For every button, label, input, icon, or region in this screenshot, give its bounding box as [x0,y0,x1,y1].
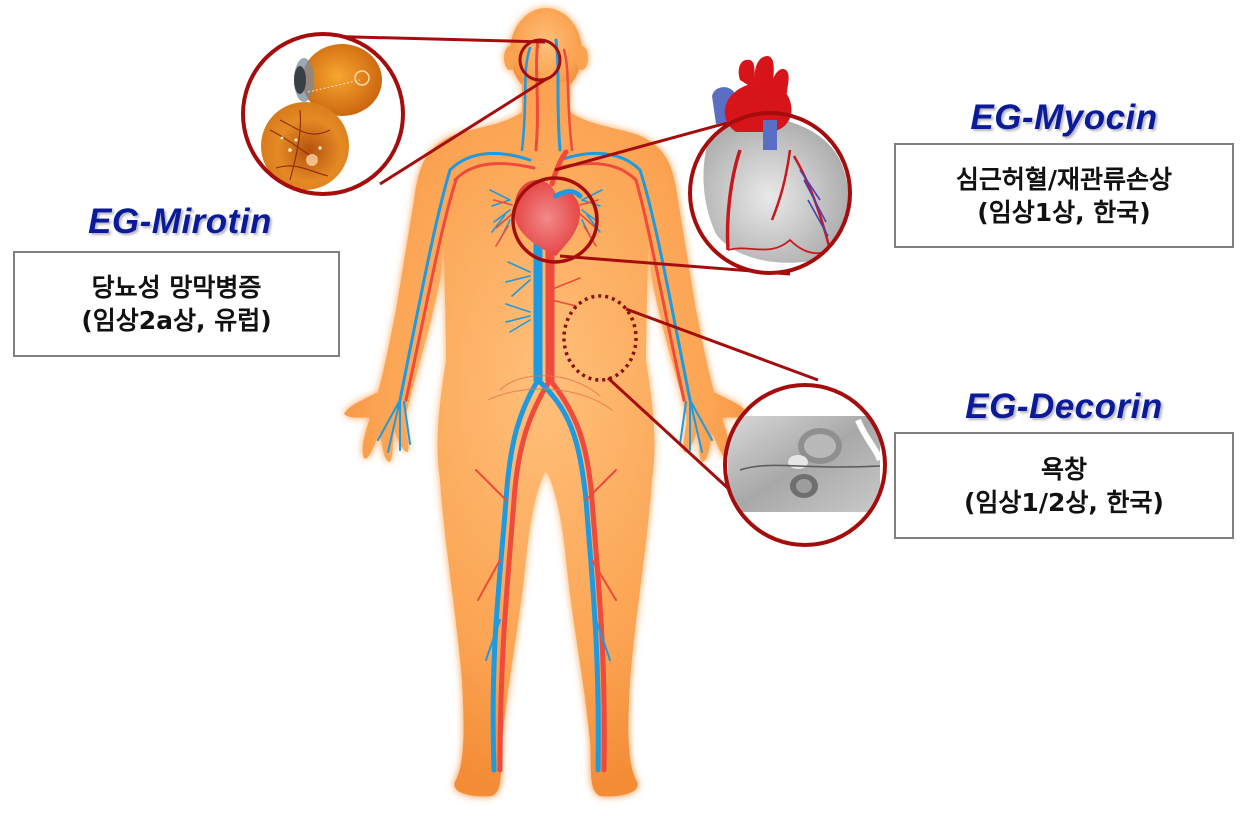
info-box-decorin: 욕창 (임상1/2상, 한국) [894,432,1234,539]
info-box-mirotin: 당뇨성 망막병증 (임상2a상, 유럽) [13,251,340,357]
info-box-myocin: 심근허혈/재관류손상 (임상1상, 한국) [894,143,1234,248]
indication-mirotin: 당뇨성 망막병증 [91,273,262,302]
heart-callout [688,56,852,275]
drug-name-mirotin: EG-Mirotin [88,202,272,241]
trial-phase-myocin: (임상1상, 한국) [977,197,1151,227]
drug-name-myocin: EG-Myocin [970,98,1158,137]
eye-callout-ring [241,32,405,196]
heart-callout-ring [688,111,852,275]
eye-target-circle [518,38,562,82]
pressure-ulcer-callout [723,383,887,547]
indication-myocin: 심근허혈/재관류손상 [955,164,1173,194]
ulcer-callout-ring [723,383,887,547]
trial-phase-decorin: (임상1/2상, 한국) [964,487,1164,517]
skin-target-circle [562,294,638,382]
eye-retina-callout [241,32,405,196]
drug-name-decorin: EG-Decorin [965,387,1163,426]
heart-target-circle [511,176,599,264]
trial-phase-mirotin: (임상2a상, 유럽) [81,306,272,335]
blood-vessels [377,38,713,773]
indication-decorin: 욕창 [1040,454,1087,484]
